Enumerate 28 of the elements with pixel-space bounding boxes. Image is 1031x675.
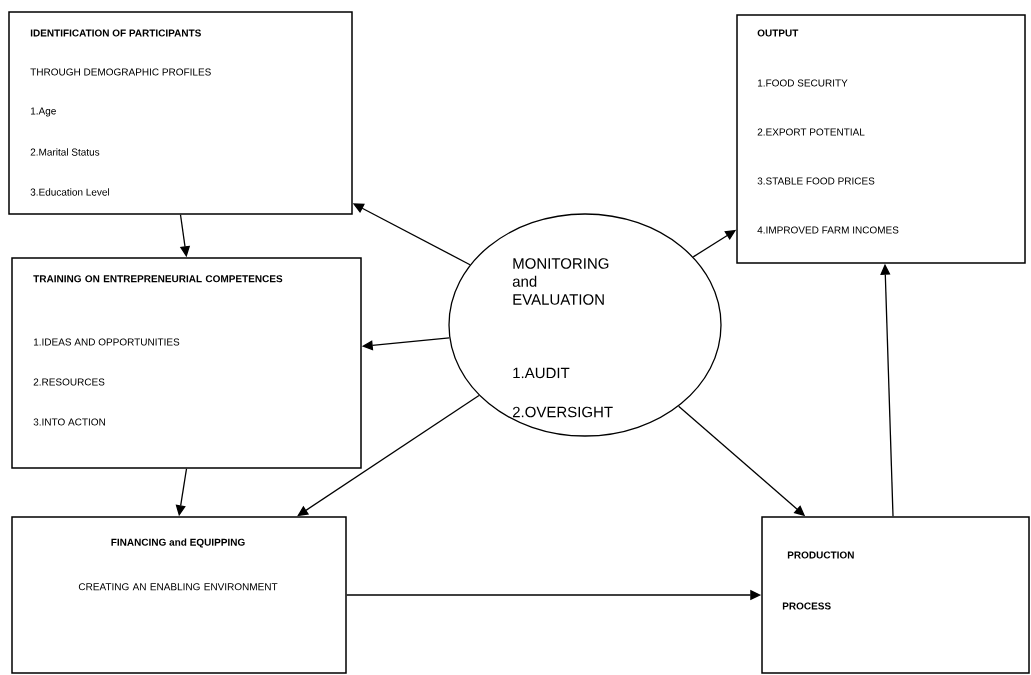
arrow bbox=[297, 394, 480, 517]
process-ellipse bbox=[448, 213, 722, 437]
box-heading: IDENTIFICATION OF PARTICIPANTS bbox=[30, 29, 201, 37]
box-heading: FINANCING and EQUIPPING bbox=[111, 538, 245, 548]
list-item: 3.STABLE FOOD PRICES bbox=[757, 177, 875, 185]
list-item: 1.AUDIT bbox=[513, 367, 570, 379]
process-box bbox=[761, 516, 1030, 674]
list-item: 2.RESOURCES bbox=[33, 378, 105, 386]
process-box bbox=[11, 516, 347, 674]
list-item: 3.Education Level bbox=[30, 188, 109, 196]
process-box bbox=[11, 257, 362, 469]
box-text: PROCESS bbox=[782, 602, 831, 610]
process-box bbox=[736, 14, 1026, 264]
box-text: CREATING AN ENABLING ENVIRONMENT bbox=[78, 583, 278, 591]
ellipse-heading: MONITORING and EVALUATION bbox=[512, 258, 609, 305]
box-heading: TRAINING ON ENTREPRENEURIAL COMPETENCES bbox=[33, 275, 283, 283]
list-item: 4.IMPROVED FARM INCOMES bbox=[757, 226, 899, 234]
list-item: 1.Age bbox=[30, 107, 56, 117]
list-item: 2.Marital Status bbox=[30, 148, 100, 156]
list-item: 1.IDEAS AND OPPORTUNITIES bbox=[33, 338, 180, 346]
list-item: 1.FOOD SECURITY bbox=[758, 79, 848, 87]
list-item: 2.EXPORT POTENTIAL bbox=[757, 128, 865, 136]
list-item: 3.INTO ACTION bbox=[33, 418, 105, 426]
box-text: THROUGH DEMOGRAPHIC PROFILES bbox=[30, 68, 211, 76]
list-item: 2.OVERSIGHT bbox=[512, 406, 613, 418]
process-box bbox=[8, 11, 353, 215]
box-text: PRODUCTION bbox=[787, 551, 854, 559]
box-heading: OUTPUT bbox=[757, 29, 799, 37]
